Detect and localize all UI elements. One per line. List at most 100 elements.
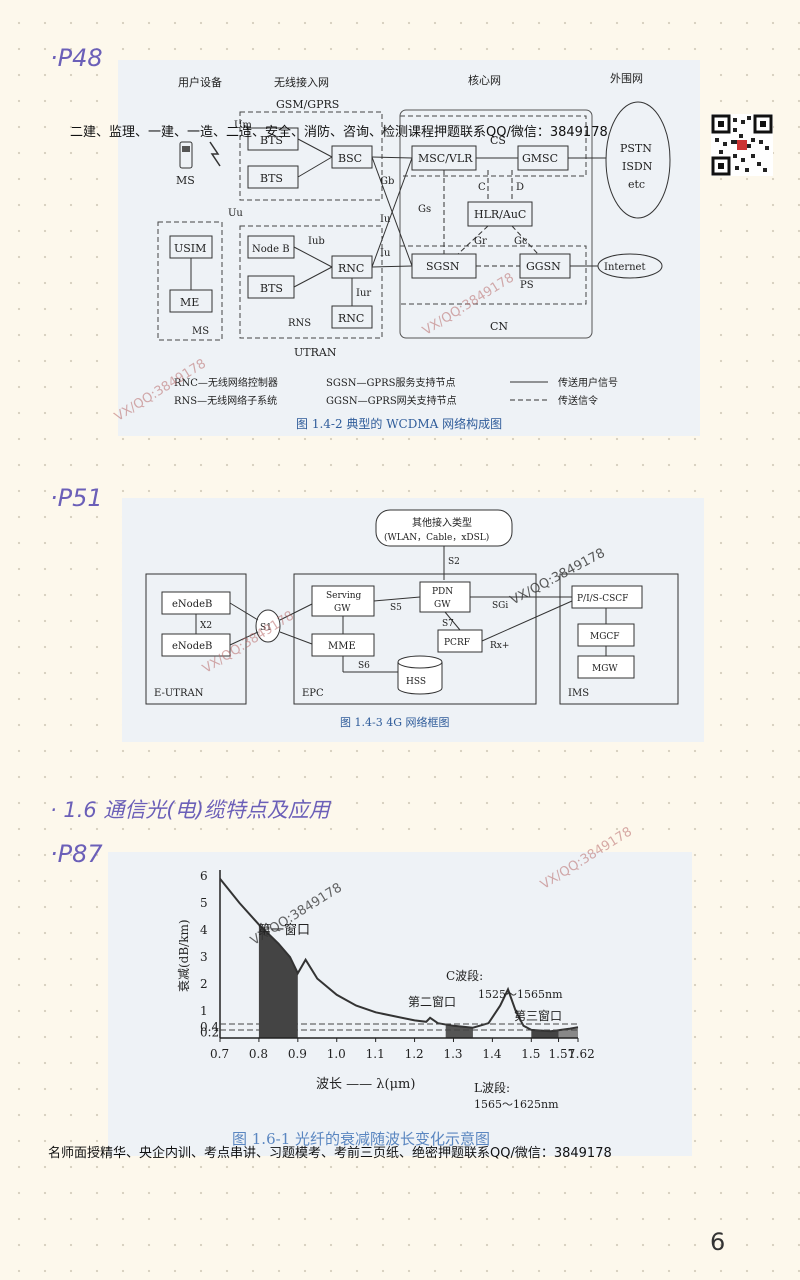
y-tick-label: 2 <box>200 977 208 991</box>
node-hss: HSS <box>406 677 426 687</box>
node-serving-2: GW <box>334 604 351 614</box>
node-internet: Internet <box>604 262 645 273</box>
node-ggsn: GGSN <box>526 260 561 273</box>
label-iur: Iur <box>356 288 371 299</box>
y-axis-label: 衰减(dB/km) <box>176 919 191 992</box>
annot-window2: 第二窗口 <box>408 995 456 1009</box>
x-tick-label: 0.7 <box>210 1047 229 1061</box>
label-ms-box: MS <box>192 326 209 337</box>
attenuation-curve <box>219 878 579 1033</box>
note-p51: ·P51 <box>50 484 103 512</box>
node-bsc: BSC <box>338 152 362 165</box>
label-eutran: E-UTRAN <box>154 688 204 699</box>
note-p87: ·P87 <box>50 840 103 868</box>
legend-ggsn: GGSN—GPRS网关支持节点 <box>326 394 457 407</box>
other-access-sub: (WLAN，Cable，xDSL) <box>384 532 489 543</box>
node-bts3: BTS <box>260 282 283 295</box>
y-tick-label: 4 <box>200 923 208 937</box>
node-cscf: P/I/S-CSCF <box>577 594 628 604</box>
caption-fig2: 图 1.4-3 4G 网络框图 <box>340 715 449 729</box>
cloud-isdn: ISDN <box>622 160 653 173</box>
node-enb1: eNodeB <box>172 599 212 610</box>
y-tick-label: 6 <box>200 869 208 883</box>
label-gr: Gr <box>474 236 487 247</box>
label-s5: S5 <box>390 603 402 613</box>
y-tick-label: 5 <box>200 896 208 910</box>
header-core: 核心网 <box>468 73 501 87</box>
note-p48: ·P48 <box>50 44 103 72</box>
header-ran: 无线接入网 <box>274 75 329 89</box>
label-gsm: GSM/GPRS <box>276 98 339 111</box>
legend-user-signal: 传送用户信号 <box>558 376 618 389</box>
label-ms-top: MS <box>176 174 195 187</box>
label-epc: EPC <box>302 688 324 699</box>
window-band-1 <box>258 924 298 1038</box>
x-axis-label: 波长 —— λ(μm) <box>316 1077 415 1092</box>
node-enb2: eNodeB <box>172 641 212 652</box>
x-tick-label: 1.5 <box>521 1047 540 1061</box>
label-gc: Gc <box>514 236 528 247</box>
x-tick-label: 1.2 <box>405 1047 424 1061</box>
label-ps: PS <box>520 280 534 291</box>
legend-signaling: 传送信令 <box>558 394 598 407</box>
node-bts2: BTS <box>260 172 283 185</box>
annot-lband: L波段: <box>474 1080 510 1095</box>
node-mme: MME <box>328 641 356 652</box>
node-pdn-2: GW <box>434 600 451 610</box>
page-number: 6 <box>710 1228 726 1256</box>
node-msc: MSC/VLR <box>418 152 473 165</box>
y-tick-label: 0.4 <box>200 1020 219 1034</box>
node-mgw: MGW <box>592 664 618 674</box>
promo-bottom: 名师面授精华、央企内训、考点串讲、习题模考、考前三页纸、绝密押题联系QQ/微信：… <box>48 1146 612 1161</box>
header-ext: 外围网 <box>610 72 643 85</box>
legend-rnc: RNC—无线网络控制器 <box>174 376 278 389</box>
caption-fig1: 图 1.4-2 典型的 WCDMA 网络构成图 <box>296 416 502 431</box>
label-s6: S6 <box>358 661 370 671</box>
annot-lband-range: 1565～1625nm <box>474 1098 559 1111</box>
y-tick-label: 1 <box>200 1004 208 1018</box>
x-tick-label: 1.0 <box>327 1047 346 1061</box>
node-gmsc: GMSC <box>522 152 558 165</box>
other-access: 其他接入类型 <box>412 516 472 529</box>
x-tick-label: 1.57 <box>549 1047 576 1061</box>
x-tick-label: 1.3 <box>443 1047 462 1061</box>
node-usim: USIM <box>174 242 206 255</box>
figure-wcdma: 用户设备 无线接入网 核心网 外围网 GSM/GPRS MS Um Uu BTS… <box>118 60 700 436</box>
y-tick-label: 3 <box>200 950 208 964</box>
label-sgi: SGi <box>492 601 508 611</box>
x-tick-label: 0.9 <box>288 1047 307 1061</box>
promo-top: 二建、监理、一建、一造、二造、安全、消防、咨询、检测课程押题联系QQ/微信：38… <box>70 125 608 140</box>
node-pdn-1: PDN <box>432 587 453 597</box>
node-rnc2: RNC <box>338 312 364 325</box>
annot-cband-range: 1525～1565nm <box>478 988 563 1001</box>
legend-rns: RNS—无线网络子系统 <box>174 394 277 407</box>
label-iub: Iub <box>308 236 325 247</box>
x-tick-label: 1.1 <box>366 1047 385 1061</box>
label-ims: IMS <box>568 688 589 699</box>
cloud-pstn: PSTN <box>620 142 652 155</box>
label-d: D <box>516 182 524 193</box>
legend-sgsn: SGSN—GPRS服务支持节点 <box>326 376 456 389</box>
label-cs: CS <box>490 134 506 147</box>
label-s1: S1 <box>260 623 272 633</box>
qr-code <box>711 114 773 176</box>
node-hlr: HLR/AuC <box>474 208 526 221</box>
caption-fig3: 图 1.6-1 光纤的衰减随波长变化示意图 <box>232 1130 490 1148</box>
figure-4g: 其他接入类型 (WLAN，Cable，xDSL) S2 eNodeB eNode… <box>122 498 704 742</box>
header-user: 用户设备 <box>178 75 222 89</box>
node-bts1: BTS <box>260 134 283 147</box>
y-tick-label: 0.2 <box>200 1026 219 1040</box>
label-iu1: Iu <box>380 214 391 225</box>
label-uu: Uu <box>228 208 243 219</box>
node-mgcf: MGCF <box>590 632 620 642</box>
label-c: C <box>478 182 486 193</box>
node-me: ME <box>180 296 199 309</box>
hss-cylinder <box>397 655 443 695</box>
label-cn: CN <box>490 320 508 333</box>
annot-cband: C波段: <box>446 968 483 983</box>
label-rx: Rx+ <box>490 641 509 651</box>
x-tick-label: 0.8 <box>249 1047 268 1061</box>
label-gs: Gs <box>418 204 431 215</box>
node-nodeb: Node B <box>252 244 290 255</box>
